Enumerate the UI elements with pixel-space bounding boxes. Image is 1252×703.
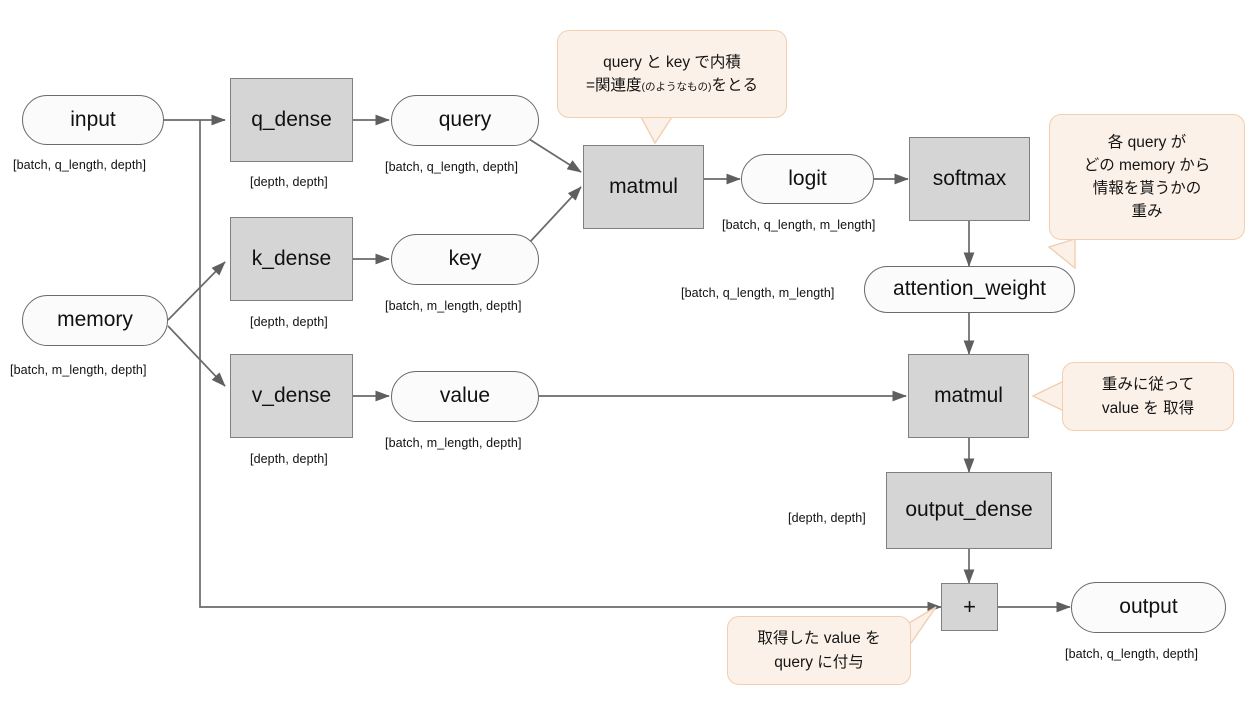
shape-label-q_dense: [depth, depth] <box>250 175 328 189</box>
node-matmul-av-label: matmul <box>934 383 1003 407</box>
node-input[interactable]: input <box>22 95 164 145</box>
shape-label-memory: [batch, m_length, depth] <box>10 363 147 377</box>
shape-label-output-dense: [depth, depth] <box>788 511 866 525</box>
callout-dotproduct-line2-small: (のようなもの) <box>641 81 712 93</box>
shape-label-value: [batch, m_length, depth] <box>385 436 522 450</box>
callout-gather-value-line1: 重みに従って <box>1101 376 1195 394</box>
callout-attention-weight-line3: 情報を貰うかの <box>1092 180 1202 197</box>
node-output[interactable]: output <box>1071 582 1226 633</box>
callout-tail-attention-weight <box>1047 238 1076 270</box>
node-attention-weight[interactable]: attention_weight <box>864 266 1075 313</box>
callout-gather-value-line2: value を 取得 <box>1101 399 1195 417</box>
node-add[interactable]: + <box>941 583 998 631</box>
callout-attention-weight-line1: 各 query が <box>1107 133 1187 151</box>
callout-dotproduct-line2-a: =関連度 <box>585 77 642 94</box>
node-memory[interactable]: memory <box>22 295 168 346</box>
node-input-label: input <box>70 107 116 131</box>
node-key[interactable]: key <box>391 234 539 285</box>
node-v_dense[interactable]: v_dense <box>230 354 353 438</box>
callout-gather-value: 重みに従って value を 取得 <box>1062 362 1234 431</box>
node-softmax-label: softmax <box>932 166 1007 190</box>
node-query-label: query <box>438 108 492 132</box>
shape-label-output: [batch, q_length, depth] <box>1065 647 1199 661</box>
shape-label-logit: [batch, q_length, m_length] <box>722 218 876 232</box>
edge-memory-k_dense <box>167 261 226 321</box>
edge-memory-v_dense <box>167 325 226 387</box>
node-key-label: key <box>448 247 482 271</box>
callout-attention-weight: 各 query が どの memory から 情報を貰うかの 重み <box>1049 114 1245 240</box>
callout-residual: 取得した value を query に付与 <box>727 616 911 685</box>
edge-key-matmul_qk <box>528 186 582 244</box>
shape-label-key: [batch, m_length, depth] <box>385 299 522 313</box>
callout-dotproduct-line2: =関連度(のようなもの)をとる <box>586 74 758 97</box>
shape-label-v_dense: [depth, depth] <box>250 452 328 466</box>
callout-dotproduct-line2-b: をとる <box>711 77 759 94</box>
node-q_dense[interactable]: q_dense <box>230 78 353 162</box>
callout-residual-line2: query に付与 <box>774 653 864 671</box>
node-q_dense-label: q_dense <box>251 107 332 131</box>
node-memory-label: memory <box>57 308 133 332</box>
callout-dotproduct: query と key で内積 =関連度(のようなもの)をとる <box>557 30 787 118</box>
node-k_dense[interactable]: k_dense <box>230 217 353 301</box>
callout-attention-weight-line4: 重み <box>1131 203 1163 221</box>
node-logit-label: logit <box>788 166 827 190</box>
node-k_dense-label: k_dense <box>251 246 332 270</box>
callout-residual-line1: 取得した value を <box>757 630 881 648</box>
node-query[interactable]: query <box>391 95 539 146</box>
node-output-label: output <box>1119 595 1178 619</box>
callout-tail-dotproduct <box>639 116 674 145</box>
node-add-label: + <box>963 594 976 620</box>
node-matmul-av[interactable]: matmul <box>908 354 1029 438</box>
shape-label-k_dense: [depth, depth] <box>250 315 328 329</box>
callout-tail-gather-value <box>1031 379 1065 413</box>
node-output-dense[interactable]: output_dense <box>886 472 1052 549</box>
node-output-dense-label: output_dense <box>905 498 1033 522</box>
node-value[interactable]: value <box>391 371 539 422</box>
node-logit[interactable]: logit <box>741 154 874 204</box>
shape-label-input: [batch, q_length, depth] <box>13 158 147 172</box>
node-attention-weight-label: attention_weight <box>893 277 1046 301</box>
shape-label-attention-weight: [batch, q_length, m_length] <box>681 286 835 300</box>
shape-label-query: [batch, q_length, depth] <box>385 160 519 174</box>
node-softmax[interactable]: softmax <box>909 137 1030 221</box>
node-matmul-qk-label: matmul <box>609 174 678 198</box>
callout-dotproduct-line1: query と key で内積 <box>603 53 741 71</box>
callout-attention-weight-line2: どの memory から <box>1083 156 1211 174</box>
node-matmul-qk[interactable]: matmul <box>583 145 704 229</box>
node-value-label: value <box>439 384 491 408</box>
node-v_dense-label: v_dense <box>251 383 332 407</box>
edge-query-matmul_qk <box>528 138 582 173</box>
callout-tail-residual <box>908 606 937 649</box>
